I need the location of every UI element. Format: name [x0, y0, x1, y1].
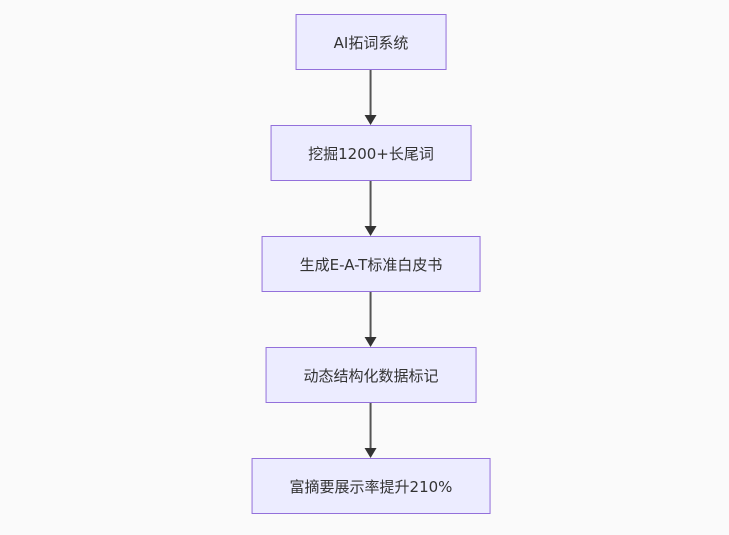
flow-column: AI拓词系统 挖掘1200+长尾词 生成E-A-T标准白皮书 动态结构化数据标记…: [251, 14, 491, 514]
arrow-shaft: [369, 403, 372, 449]
arrowhead-down-icon: [364, 115, 377, 125]
arrowhead-down-icon: [364, 448, 377, 458]
flow-node-eat-whitepaper: 生成E-A-T标准白皮书: [261, 236, 481, 292]
flow-node-ai-keyword-system: AI拓词系统: [295, 14, 447, 70]
flow-arrow: [364, 403, 377, 458]
flow-arrow: [364, 292, 377, 347]
arrow-shaft: [369, 70, 372, 116]
flow-node-rich-snippet-result: 富摘要展示率提升210%: [251, 458, 491, 514]
flow-node-structured-data: 动态结构化数据标记: [265, 347, 477, 403]
arrow-shaft: [369, 292, 372, 338]
arrowhead-down-icon: [364, 226, 377, 236]
arrowhead-down-icon: [364, 337, 377, 347]
arrow-shaft: [369, 181, 372, 227]
flow-arrow: [364, 181, 377, 236]
flow-node-longtail-mining: 挖掘1200+长尾词: [270, 125, 472, 181]
flow-arrow: [364, 70, 377, 125]
